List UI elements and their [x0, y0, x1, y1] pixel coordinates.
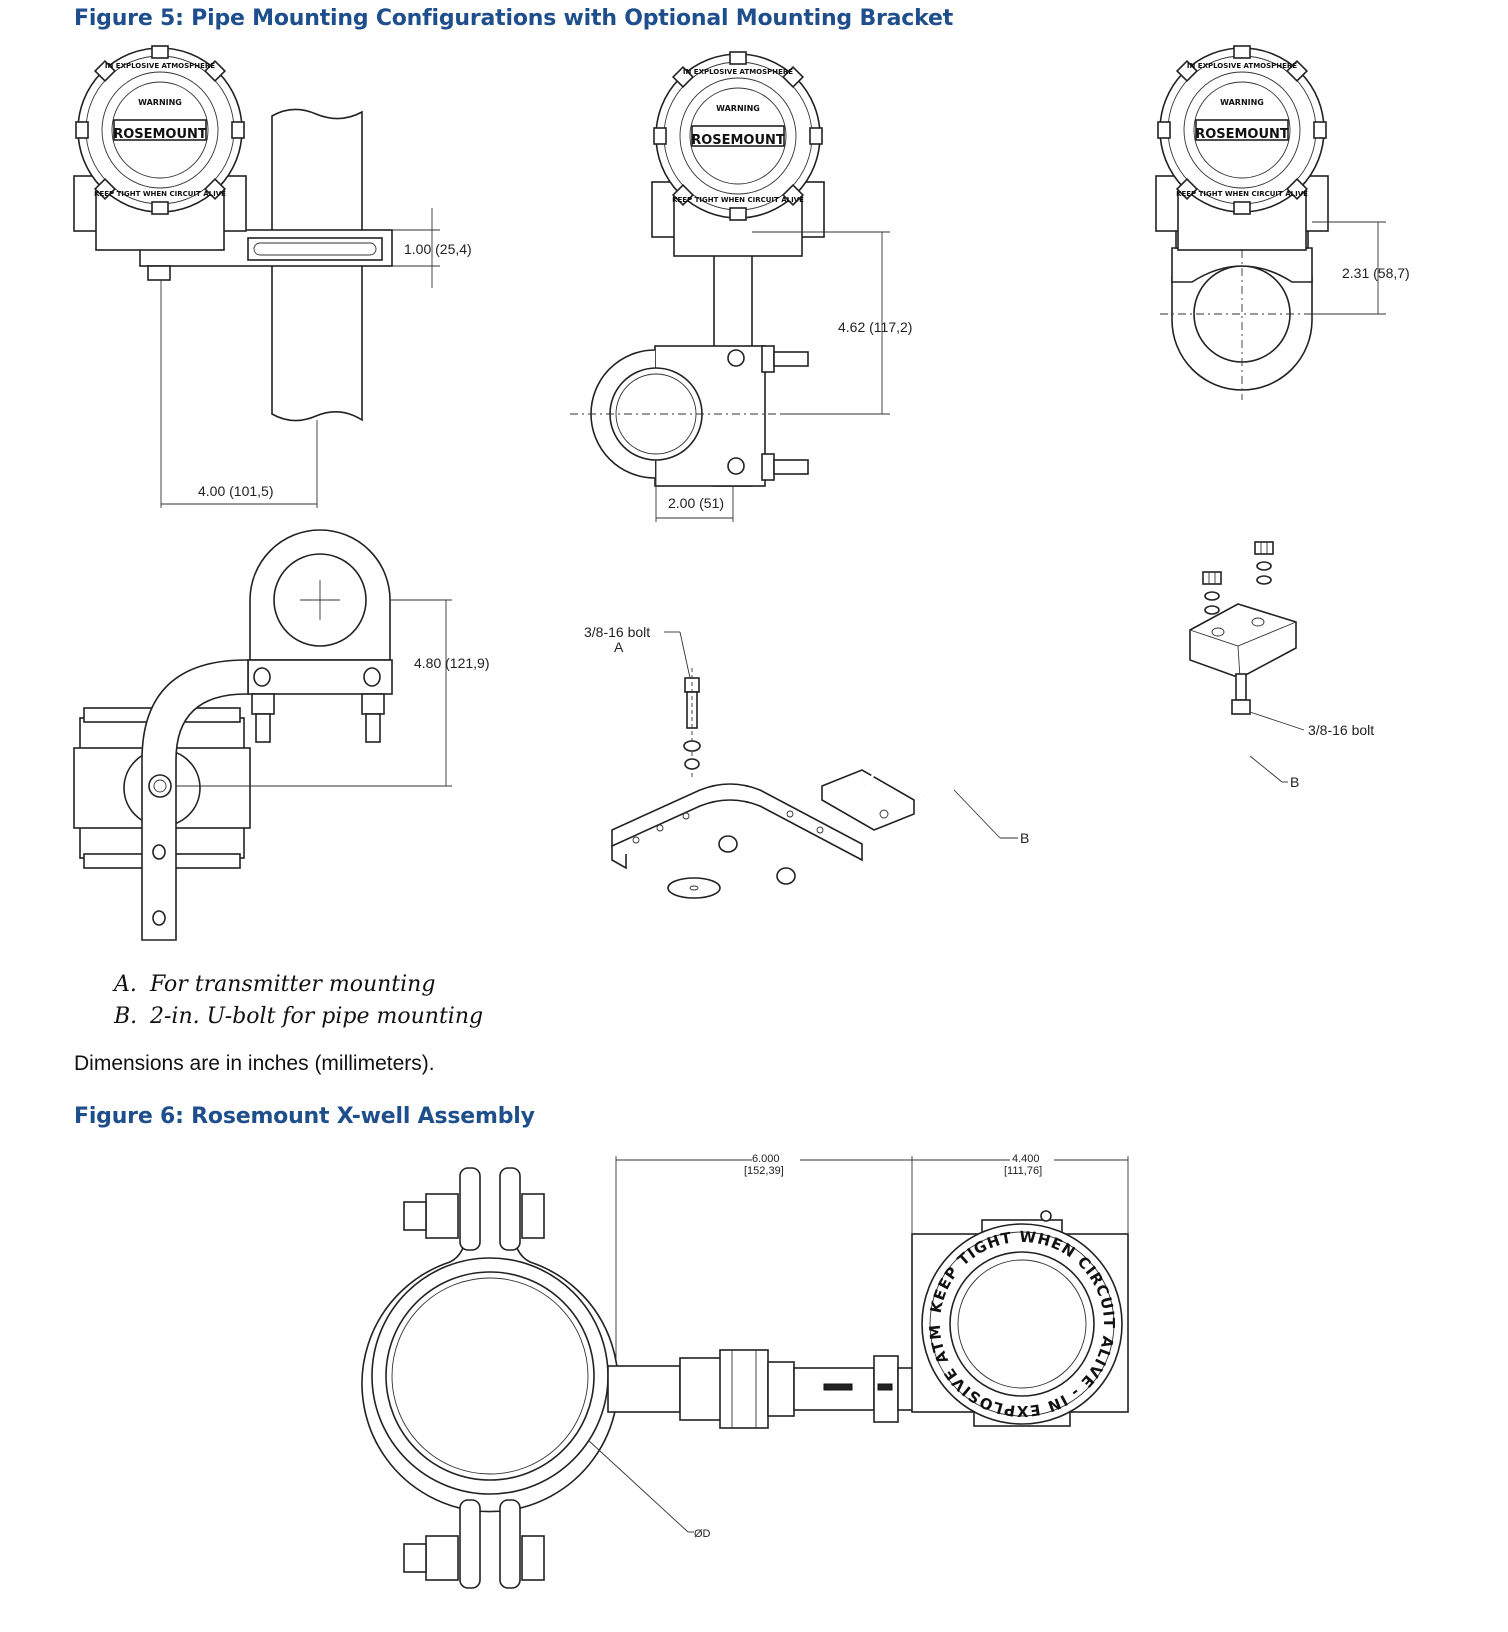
view-bottom-left: 4.80 (121,9) [73, 529, 490, 941]
cover-brand-1: ROSEMOUNT [113, 127, 207, 142]
cover-ring-bottom-3: KEEP TIGHT WHEN CIRCUIT ALIVE [1176, 190, 1308, 198]
cover-brand-2: ROSEMOUNT [691, 133, 785, 148]
view-top-middle: 4.62 (117,2) 2.00 (51) [570, 51, 912, 522]
legend-key: B. [114, 1004, 138, 1029]
legend-item-b: B. 2-in. U-bolt for pipe mounting [114, 1004, 483, 1029]
view-bottom-middle-exploded: 3/8-16 bolt A B [584, 624, 1029, 899]
cover-ring-top-2: IN EXPLOSIVE ATMOSPHERE [683, 68, 793, 76]
dim-6-000-in: 6.000 [752, 1153, 780, 1165]
cover-ring-top-1: IN EXPLOSIVE ATMOSPHERE [105, 62, 215, 70]
legend-text: 2-in. U-bolt for pipe mounting [150, 1004, 484, 1029]
cover-warning-3: WARNING [1220, 98, 1264, 107]
callout-a-letter: A [614, 639, 624, 655]
legend-text: For transmitter mounting [150, 972, 436, 997]
dim-6-000-mm: [152,39] [744, 1165, 784, 1177]
cover-brand-3: ROSEMOUNT [1195, 127, 1289, 142]
figure-5-title: Figure 5: Pipe Mounting Configurations w… [74, 6, 954, 31]
callout-b-letter: B [1020, 830, 1029, 846]
dim-2-31: 2.31 (58,7) [1342, 265, 1410, 281]
cover-ring-bottom-1: KEEP TIGHT WHEN CIRCUIT ALIVE [94, 190, 226, 198]
view-top-left: 1.00 (25,4) 4.00 (101,5) [73, 45, 472, 508]
callout-bolt-a-text: 3/8-16 bolt [584, 624, 650, 640]
cover-warning-1: WARNING [138, 98, 182, 107]
view-top-right: 2.31 (58,7) [1155, 45, 1410, 400]
dim-4-80: 4.80 (121,9) [414, 655, 490, 671]
figure-6-title: Figure 6: Rosemount X-well Assembly [74, 1104, 535, 1129]
dim-4-400-mm: [111,76] [1004, 1165, 1042, 1177]
dim-diameter: ØD [694, 1528, 711, 1540]
dim-1-00: 1.00 (25,4) [404, 241, 472, 257]
callout-b2-letter: B [1290, 774, 1299, 790]
view-bottom-right-exploded: 3/8-16 bolt B [1189, 541, 1374, 790]
dim-4-62: 4.62 (117,2) [838, 319, 912, 335]
cover-warning-2: WARNING [716, 104, 760, 113]
legend-key: A. [114, 972, 137, 997]
callout-bolt-b-text: 3/8-16 bolt [1308, 722, 1374, 738]
cover-ring-bottom-2: KEEP TIGHT WHEN CIRCUIT ALIVE [672, 196, 804, 204]
cover-ring-top-3: IN EXPLOSIVE ATMOSPHERE [1187, 62, 1297, 70]
housing-labels: WARNING ROSEMOUNT IN EXPLOSIVE ATMOSPHER… [94, 62, 1308, 204]
dim-2-00: 2.00 (51) [668, 495, 724, 511]
dim-4-00: 4.00 (101,5) [198, 483, 274, 499]
dim-4-400-in: 4.400 [1012, 1153, 1040, 1165]
legend-item-a: A. For transmitter mounting [114, 972, 435, 997]
dimensions-note: Dimensions are in inches (millimeters). [74, 1052, 435, 1075]
